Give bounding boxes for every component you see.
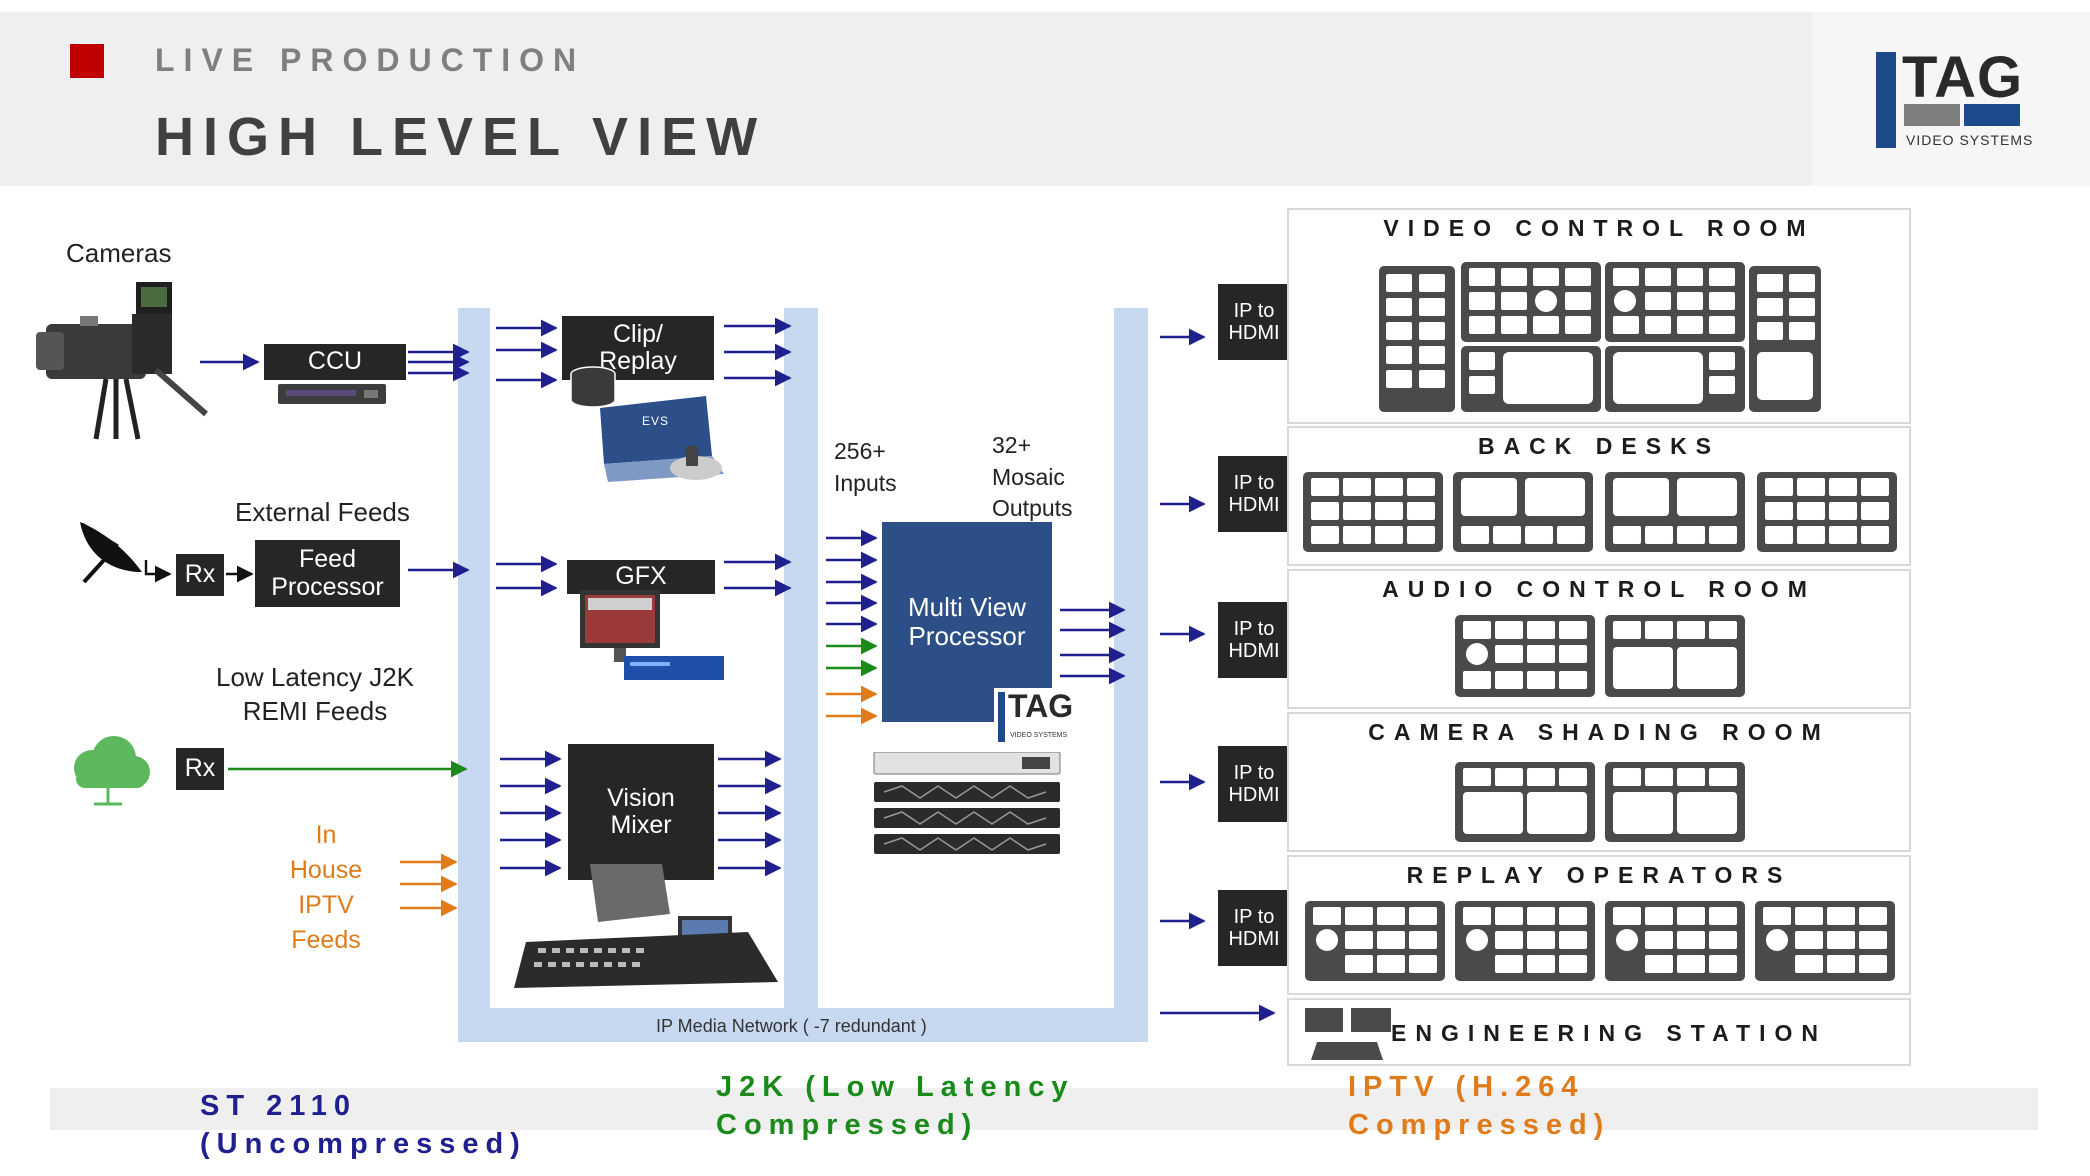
monitor-desk-icon [1455,615,1745,697]
rx-box-remi: Rx [176,748,224,790]
gfx-box: GFX [567,560,715,594]
ip-network-band-bottom [458,1008,1148,1042]
inputs-label-line1: 256+ [834,438,886,464]
multiview-tag-logo: TAG VIDEO SYSTEMS [994,688,1080,748]
gfx-workstation [580,590,724,680]
tag-logo: TAG VIDEO SYSTEMS [1876,45,2032,152]
in-house-line-3: IPTV [298,891,354,919]
ip-to-hdmi-audio-control: IP to HDMI [1218,602,1290,678]
legend-band [50,1088,2038,1130]
legend-iptv-line1: IPTV (H.264 [1348,1071,1585,1103]
page-subtitle: LIVE PRODUCTION [155,42,586,78]
tag-logo-blue-block [1964,104,2020,126]
evs-replay-controller [600,396,724,482]
room-title: CAMERA SHADING ROOM [1368,719,1830,745]
tag-logo-grey-block [1904,104,1960,126]
room-camera-shading: CAMERA SHADING ROOM [1287,712,1911,852]
legend-iptv-line2: Compressed) [1348,1108,1611,1141]
low-latency-label-line2: REMI Feeds [242,696,388,726]
server-stack [873,752,1061,854]
feed-processor-box: Feed Processor [255,540,400,607]
camera-illustration [36,282,208,440]
multiview-tag-logo-sub: VIDEO SYSTEMS [1010,732,1068,739]
satellite-dish-icon [80,522,142,584]
page-title: HIGH LEVEL VIEW [155,107,767,167]
in-house-line-4: Feeds [291,926,361,954]
room-title: ENGINEERING STATION [1391,1020,1827,1046]
multiview-tag-logo-text: TAG [1008,688,1074,724]
database-icon [570,366,616,408]
ccu-device-icon [278,384,386,404]
room-title: BACK DESKS [1477,433,1721,459]
ip-to-hdmi-camera-shading: IP to HDMI [1218,746,1290,822]
inputs-label-line2: Inputs [834,470,897,496]
legend-st2110-line1: ST 2110 [200,1090,358,1122]
tag-logo-text: TAG [1902,45,2024,110]
title-marker [70,44,104,78]
legend-st2110: ST 2110 (Uncompressed) [200,1088,527,1163]
evs-label: EVS [642,414,670,428]
header-band [0,12,1812,186]
in-house-line-1: In [315,821,337,849]
tag-logo-sub: VIDEO SYSTEMS [1906,132,2034,148]
ip-network-band-mid [784,308,818,1008]
legend-iptv: IPTV (H.264 Compressed) [1348,1069,1610,1144]
low-latency-label-line1: Low Latency J2K [215,662,414,692]
cloud-icon [74,736,150,806]
cameras-label: Cameras [66,238,172,268]
rx-box-external: Rx [176,554,224,596]
in-house-iptv-label: In House IPTV Feeds [276,818,376,958]
multiview-tag-logo-bar [998,692,1005,742]
monitor-desk-icon [1455,762,1745,842]
vision-mixer-panel [514,864,778,988]
legend-j2k-line1: J2K (Low Latency [716,1071,1075,1103]
external-feeds-label: External Feeds [235,497,410,527]
legend-j2k: J2K (Low Latency Compressed) [716,1069,1075,1144]
legend-st2110-line2: (Uncompressed) [200,1127,527,1160]
engineering-monitors-icon [1305,1008,1391,1060]
room-replay-operators: REPLAY OPERATORS [1287,855,1911,995]
in-house-line-2: House [289,856,363,884]
room-title: VIDEO CONTROL ROOM [1383,215,1815,241]
room-title: REPLAY OPERATORS [1406,862,1792,888]
ip-network-caption: IP Media Network ( -7 redundant ) [656,1016,927,1036]
monitor-desk-icon [1305,901,1895,981]
vision-mixer-box: Vision Mixer [568,744,714,880]
outputs-label-line3: Outputs [992,495,1073,521]
ip-to-hdmi-video-control: IP to HDMI [1218,284,1290,360]
room-title: AUDIO CONTROL ROOM [1382,576,1816,602]
outputs-label-line2: Mosaic [992,464,1065,490]
ip-network-band-left [458,308,490,1042]
room-engineering-station: ENGINEERING STATION [1287,998,1911,1066]
monitor-wall-icon [1379,262,1821,412]
ip-to-hdmi-replay: IP to HDMI [1218,890,1290,966]
outputs-label-line1: 32+ [992,432,1032,458]
tag-logo-bar [1876,52,1896,148]
room-back-desks: BACK DESKS [1287,426,1911,566]
logo-band [1812,12,2090,186]
multiview-processor-box: Multi View Processor [882,522,1052,722]
monitor-desk-icon [1303,472,1897,552]
ccu-box: CCU [264,344,406,380]
ip-to-hdmi-back-desks: IP to HDMI [1218,456,1290,532]
room-audio-control: AUDIO CONTROL ROOM [1287,569,1911,709]
room-video-control: VIDEO CONTROL ROOM [1287,208,1911,424]
legend-j2k-line2: Compressed) [716,1108,979,1141]
